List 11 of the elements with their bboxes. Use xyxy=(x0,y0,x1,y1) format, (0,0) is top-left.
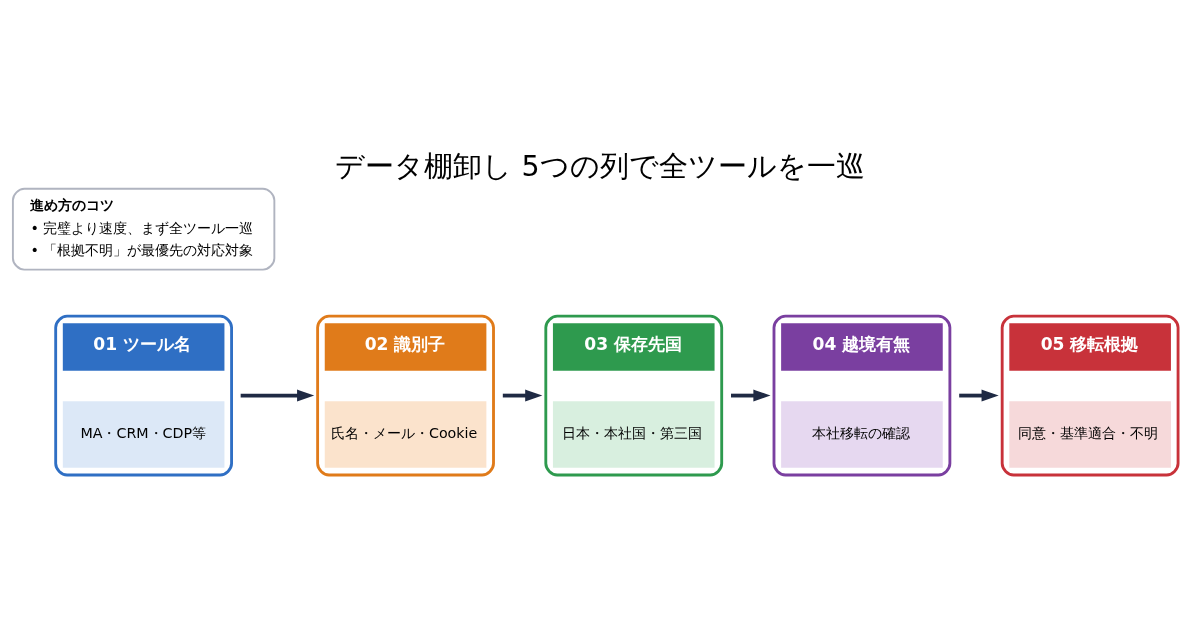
node-box: 03 保存先国 日本・本社国・第三国 xyxy=(544,314,724,477)
node-box: 01 ツール名 MA・CRM・CDP等 xyxy=(54,314,233,477)
node-box: 進め方のコツ • 完璧より速度、まず全ツール一巡 • 「根拠不明」が最優先の対応対象 xyxy=(11,187,276,271)
arrow xyxy=(959,389,999,402)
arrow xyxy=(240,389,315,402)
node-box: 05 移転根拠 同意・基準適合・不明 xyxy=(1000,314,1180,477)
arrow xyxy=(731,389,771,402)
arrow xyxy=(502,389,543,402)
node-box: 02 識別子 氏名・メール・Cookie xyxy=(316,314,495,477)
diagram-title: データ棚卸し 5つの列で全ツールを一巡 xyxy=(335,150,865,184)
node-box: 04 越境有無 本社移転の確認 xyxy=(772,314,952,477)
